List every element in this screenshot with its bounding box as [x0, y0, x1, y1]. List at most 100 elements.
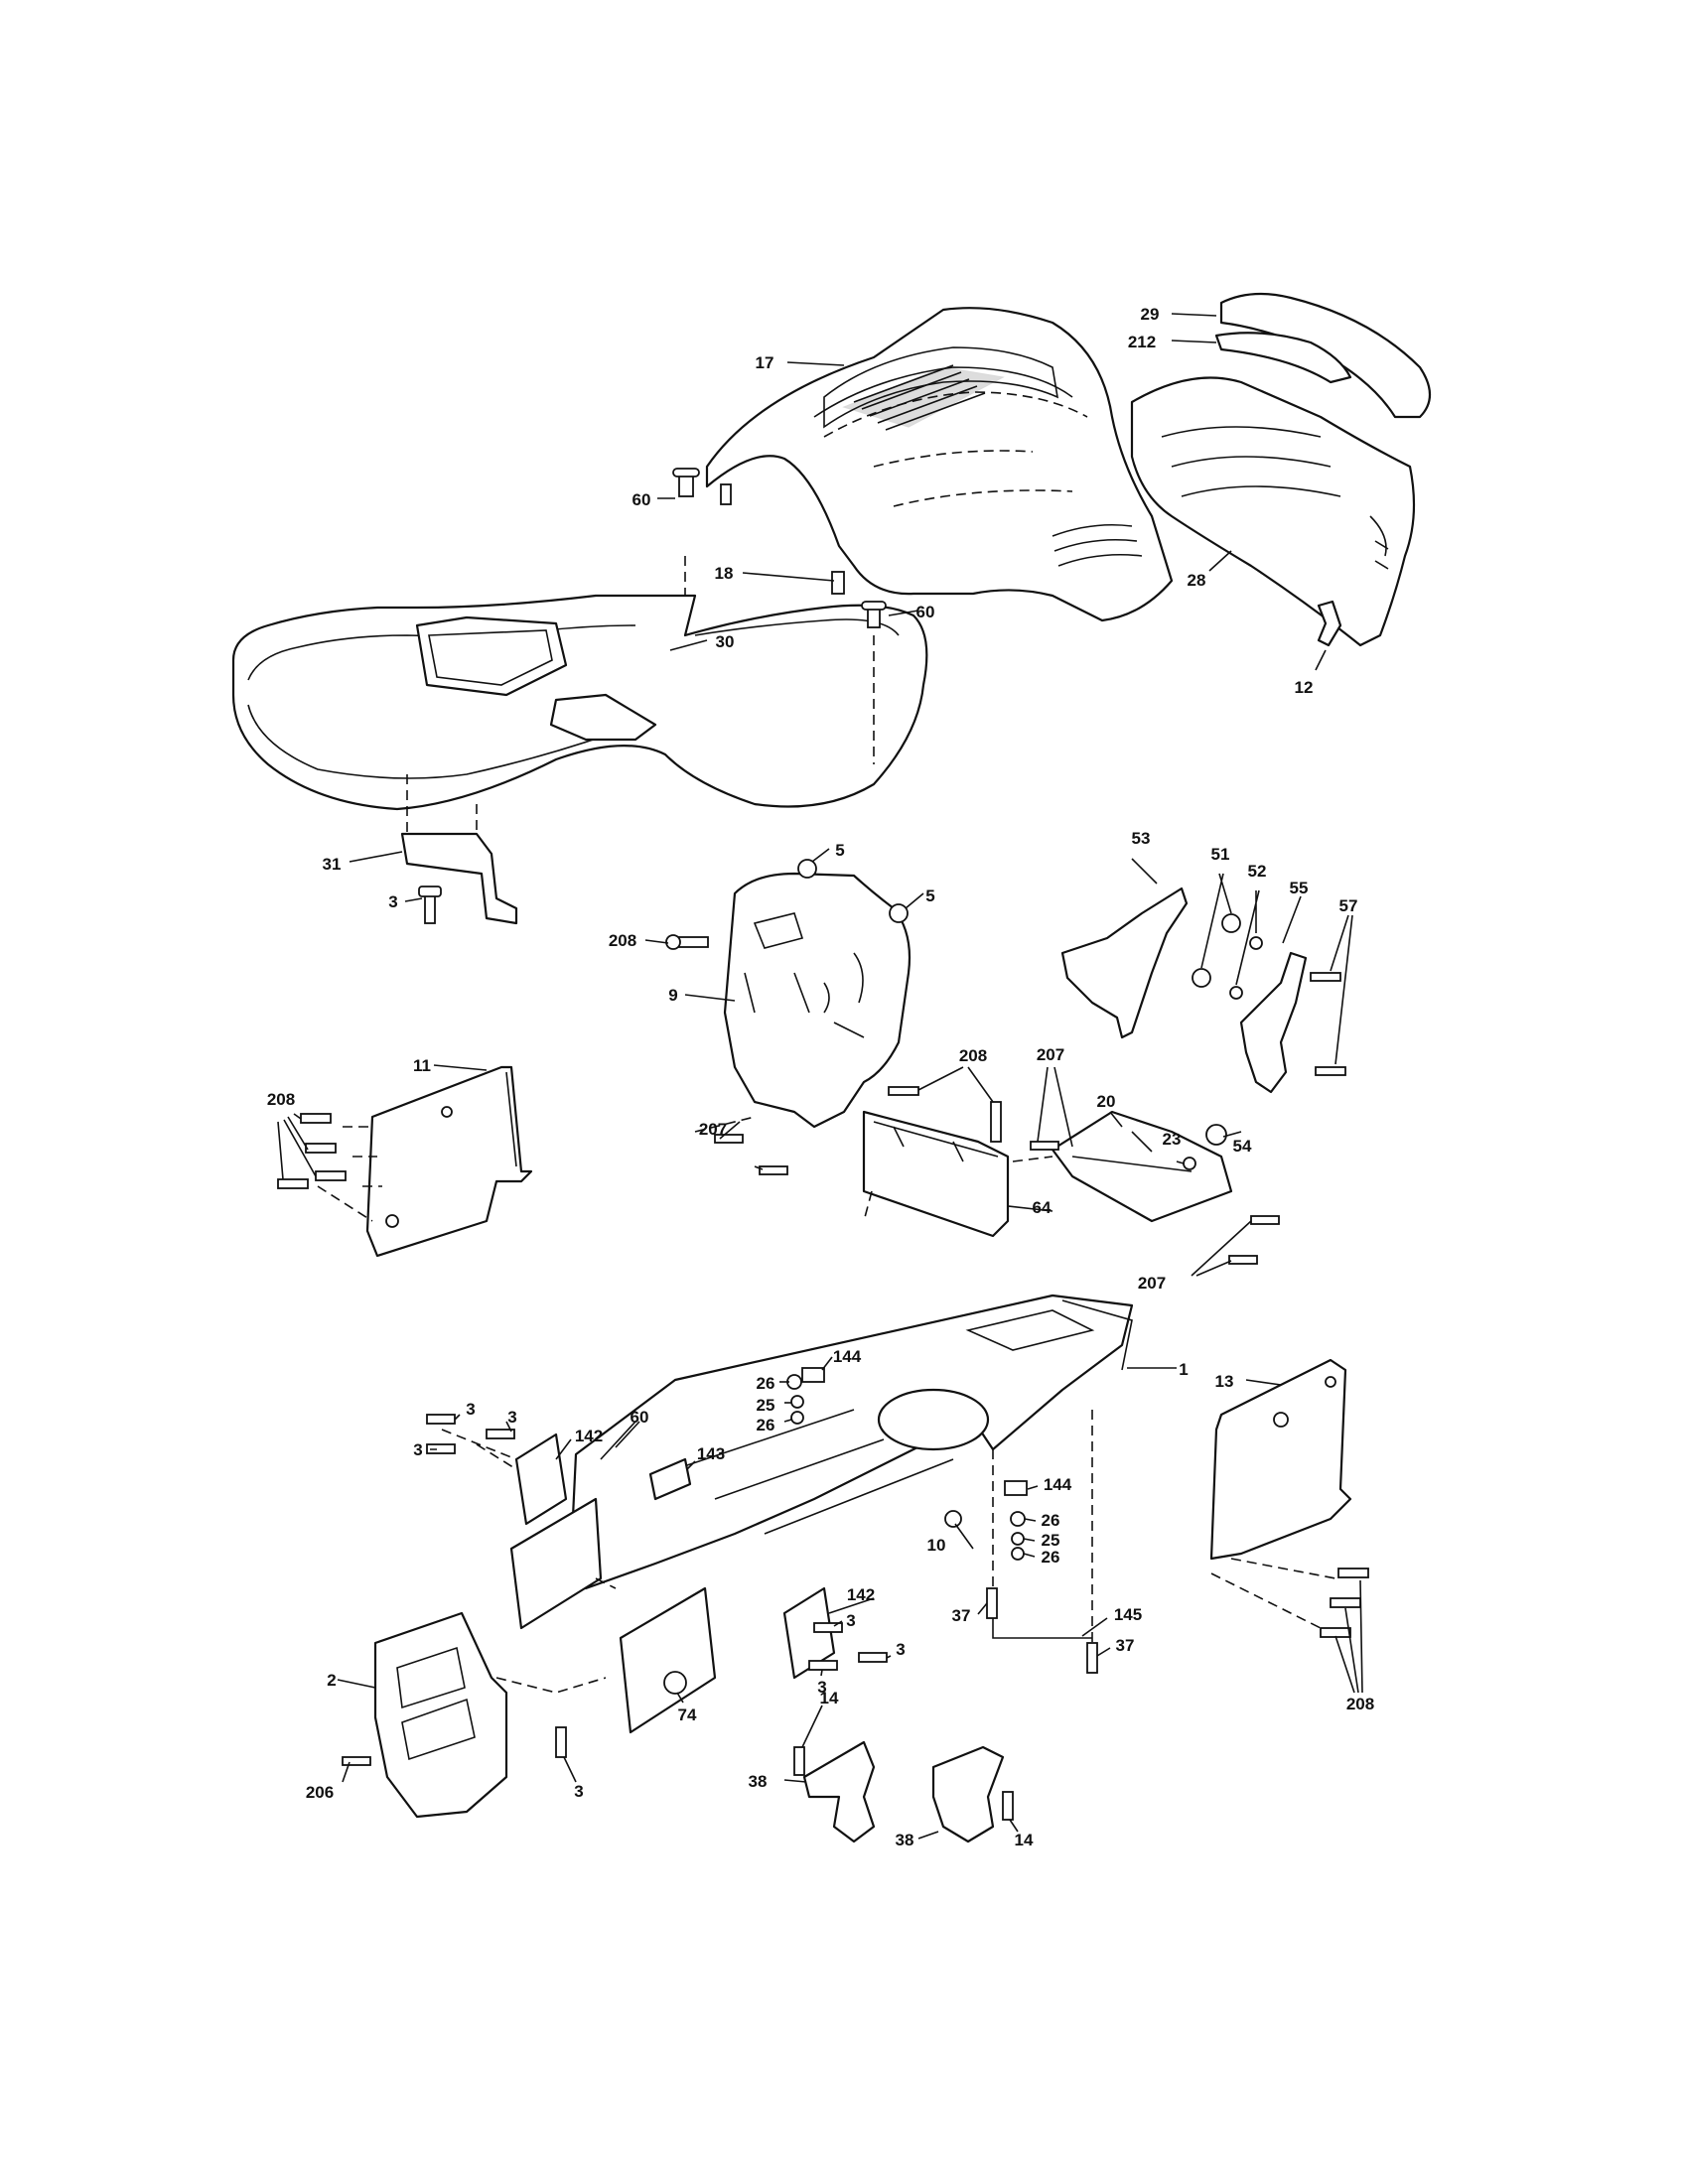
- hood: [705, 307, 1174, 622]
- bolt-208-dash: [665, 934, 709, 950]
- callout-64: 64: [1033, 1198, 1052, 1217]
- callout-38-left: 38: [749, 1772, 768, 1791]
- bolts-37: [986, 1587, 1098, 1674]
- nut-5-top: [797, 859, 817, 879]
- knob-54: [1205, 1124, 1227, 1146]
- callout-144-upper: 144: [833, 1347, 862, 1366]
- callout-26-upper-2: 26: [757, 1416, 775, 1434]
- fasteners-51-52-57: [1192, 913, 1346, 1076]
- callout-60-upper: 60: [632, 490, 651, 509]
- left-side-panel: [365, 1065, 533, 1258]
- callout-143: 143: [697, 1444, 725, 1463]
- callout-208-dash: 208: [609, 931, 636, 950]
- callout-3-frame-b: 3: [507, 1408, 516, 1427]
- axle-bracket: [373, 1611, 508, 1819]
- bracket-142-upper: [509, 1433, 603, 1630]
- main-frame: [569, 1294, 1134, 1590]
- callout-14-left: 14: [820, 1689, 839, 1707]
- bumper-trim: [1214, 332, 1352, 384]
- nut-18-left: [720, 483, 732, 505]
- bolt-60-upper: [672, 468, 700, 497]
- assembly-dashlines: [317, 1116, 1336, 1694]
- fasteners-144-25-26: [786, 1367, 1028, 1561]
- bolt-206: [342, 1756, 371, 1766]
- callout-144-lower: 144: [1044, 1475, 1072, 1494]
- callout-29: 29: [1141, 305, 1160, 324]
- callout-212: 212: [1128, 333, 1156, 351]
- bushing-74: [663, 1671, 687, 1695]
- bolts-14: [793, 1746, 1014, 1821]
- callout-38-right: 38: [896, 1831, 914, 1849]
- bolts-207-right: [1030, 1141, 1280, 1265]
- callout-207-right: 207: [1138, 1274, 1166, 1293]
- callout-207-left: 207: [699, 1120, 727, 1139]
- callout-26-lower-2: 26: [1042, 1548, 1060, 1567]
- callout-28: 28: [1188, 571, 1206, 590]
- bolts-3-frame: [426, 1414, 888, 1758]
- callout-51: 51: [1211, 845, 1230, 864]
- callout-3-frame-f: 3: [817, 1678, 826, 1697]
- bracket-143: [648, 1457, 692, 1501]
- nut-18-right: [831, 571, 845, 595]
- callout-3-frame-e: 3: [896, 1640, 905, 1659]
- callout-23: 23: [1163, 1130, 1182, 1149]
- callout-12: 12: [1295, 678, 1314, 697]
- callout-55: 55: [1290, 879, 1309, 897]
- leader-lines: [277, 313, 1363, 1840]
- callout-208-left: 208: [267, 1090, 295, 1109]
- callout-11: 11: [413, 1056, 431, 1075]
- callout-18: 18: [715, 564, 734, 583]
- clip: [1317, 600, 1342, 647]
- callout-60-lower: 60: [916, 603, 935, 621]
- callout-labels: 17 29 212 28 12 60 60 18 30 31 3 5 5 208…: [267, 305, 1374, 1849]
- callout-37-right: 37: [1116, 1636, 1135, 1655]
- grille: [1130, 376, 1416, 647]
- callout-208-mid: 208: [959, 1046, 987, 1065]
- bracket-142-lower: [619, 1586, 836, 1734]
- callout-25-lower: 25: [1042, 1531, 1060, 1550]
- bracket-38-right: [931, 1745, 1005, 1843]
- bracket-38-left: [802, 1740, 876, 1843]
- callout-3-frame-c: 3: [413, 1440, 422, 1459]
- callout-74: 74: [678, 1706, 697, 1724]
- callout-3-axle: 3: [574, 1782, 583, 1801]
- dash-support: [862, 1110, 1010, 1238]
- steering-bracket: [1051, 1110, 1233, 1223]
- fender: [231, 594, 928, 811]
- dash-panel: [723, 872, 912, 1129]
- callout-13: 13: [1215, 1372, 1234, 1391]
- bolts-208-left: [277, 1113, 347, 1189]
- callout-25-upper: 25: [757, 1396, 775, 1415]
- callout-54: 54: [1233, 1137, 1252, 1156]
- callout-26-lower: 26: [1042, 1511, 1060, 1530]
- callout-207-mid: 207: [1037, 1045, 1064, 1064]
- right-side-panel: [1209, 1358, 1352, 1561]
- fender-dashlines: [406, 556, 875, 844]
- bolts-207-208-mid: [714, 1086, 1002, 1175]
- nut-5-right: [889, 903, 909, 923]
- callout-53: 53: [1132, 829, 1151, 848]
- callout-60-frame: 60: [631, 1408, 649, 1427]
- callout-3-frame-a: 3: [466, 1400, 475, 1419]
- callout-37-left: 37: [952, 1606, 971, 1625]
- callout-14-right: 14: [1015, 1831, 1034, 1849]
- callout-206: 206: [306, 1783, 334, 1802]
- callout-208-right: 208: [1346, 1695, 1374, 1713]
- bushing-23: [1183, 1157, 1196, 1170]
- callout-2: 2: [327, 1671, 336, 1690]
- callout-142-lower: 142: [847, 1585, 875, 1604]
- callout-145: 145: [1114, 1605, 1142, 1624]
- bolt-60-lower: [861, 601, 887, 628]
- callout-57: 57: [1339, 896, 1358, 915]
- callout-1: 1: [1179, 1360, 1188, 1379]
- rod-145: [992, 1613, 1092, 1639]
- lever-bracket-right: [1239, 951, 1308, 1094]
- callout-30: 30: [716, 632, 735, 651]
- callout-5-top: 5: [835, 841, 844, 860]
- bolt-3-seat: [418, 886, 442, 924]
- callout-3-frame-d: 3: [846, 1611, 855, 1630]
- seat-bracket: [400, 832, 518, 925]
- callout-20: 20: [1097, 1092, 1116, 1111]
- callout-52: 52: [1248, 862, 1267, 881]
